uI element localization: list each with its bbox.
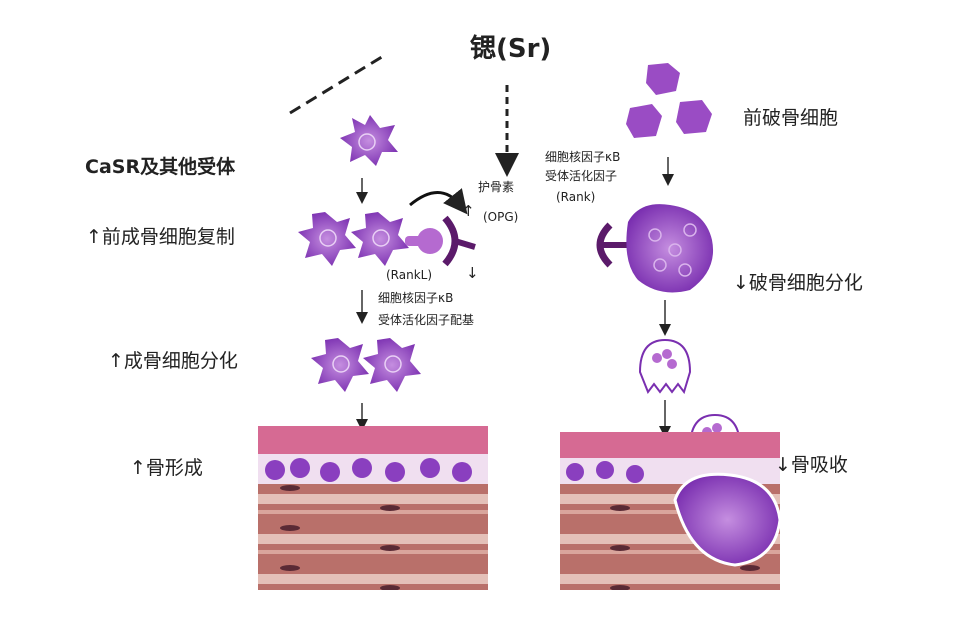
- rankl-line2: 受体活化因子配基: [378, 313, 475, 327]
- osteoblast-cells: [298, 115, 421, 392]
- pre-osteoblast-cell: [340, 115, 398, 166]
- osteoblast-cell-4: [363, 338, 421, 392]
- osteoblast-cell-1: [298, 212, 356, 266]
- osteoclast-differentiation-label: ↓破骨细胞分化: [733, 272, 863, 294]
- osteoblast-cell-3: [311, 338, 369, 392]
- opg-name: 护骨素: [478, 180, 515, 194]
- curved-arrow-icon: [409, 188, 468, 215]
- rankl-down-arrow: ↓: [466, 264, 479, 282]
- bone-resorption-tissue: [560, 432, 782, 590]
- replication-label: ↑前成骨细胞复制: [86, 226, 235, 248]
- bone-formation-label: ↑骨形成: [130, 457, 203, 479]
- rank-line1: 细胞核因子κB: [545, 150, 621, 164]
- preosteoclast-cells: [626, 63, 712, 138]
- receptor-label: CaSR及其他受体: [85, 156, 236, 178]
- dashed-line-to-receptor: [289, 53, 386, 115]
- opg-receptor-icon: [442, 215, 459, 267]
- opg-abbr: (OPG): [483, 210, 519, 224]
- rankl-line1: 细胞核因子κB: [378, 291, 454, 305]
- rank-abbr: (Rank): [556, 190, 596, 204]
- osteoblast-differentiation-label: ↑成骨细胞分化: [108, 350, 238, 372]
- page-title: 锶(Sr): [470, 34, 552, 64]
- rankl-ligand: [417, 228, 443, 254]
- preosteoclast-label: 前破骨细胞: [743, 107, 839, 129]
- flow-arrows: [356, 157, 674, 438]
- rankl-abbr: (RankL): [386, 268, 433, 282]
- mature-osteoclast-1: [638, 338, 692, 395]
- rank-line2: 受体活化因子: [545, 169, 618, 183]
- bone-formation-tissue: [258, 426, 488, 590]
- osteoblast-cell-2: [351, 212, 409, 266]
- opg-up-arrow: ↑: [462, 202, 475, 220]
- bone-resorption-label: ↓骨吸收: [775, 454, 848, 476]
